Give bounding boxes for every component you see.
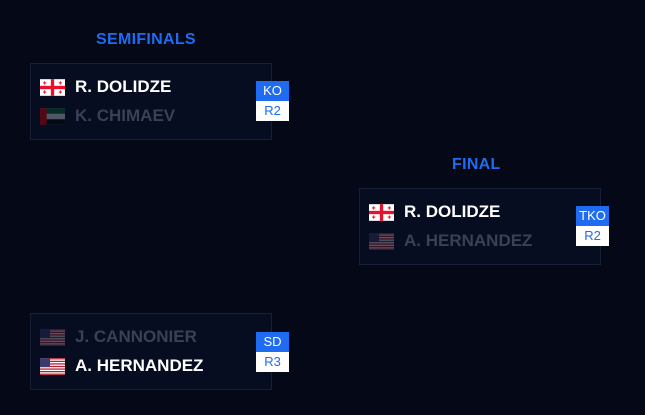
- fighter-row-winner: A. HERNANDEZ: [40, 356, 203, 376]
- fighter-row-loser: J. CANNONIER: [40, 327, 197, 347]
- fighter-name: R. DOLIDZE: [75, 77, 172, 96]
- result-round: R3: [256, 352, 289, 372]
- bout-card-semifinal-1[interactable]: R. DOLIDZE K. CHIMAEV: [30, 63, 272, 140]
- fighter-name: R. DOLIDZE: [404, 202, 501, 221]
- result-round: R2: [256, 101, 289, 121]
- georgia-flag-icon: [40, 79, 65, 96]
- georgia-flag-icon: [369, 204, 394, 221]
- fighter-row-loser: K. CHIMAEV: [40, 106, 175, 126]
- result-badge: SD R3: [256, 332, 289, 372]
- final-heading: FINAL: [452, 156, 501, 173]
- fighter-row-winner: R. DOLIDZE: [369, 202, 500, 222]
- result-method: TKO: [576, 206, 609, 226]
- result-badge: KO R2: [256, 81, 289, 121]
- result-badge: TKO R2: [576, 206, 609, 246]
- fighter-name: A. HERNANDEZ: [404, 231, 533, 250]
- fighter-name: K. CHIMAEV: [75, 106, 176, 125]
- result-round: R2: [576, 226, 609, 246]
- fighter-name: J. CANNONIER: [75, 327, 197, 346]
- fighter-row-loser: A. HERNANDEZ: [369, 231, 532, 251]
- fighter-row-winner: R. DOLIDZE: [40, 77, 171, 97]
- result-method: SD: [256, 332, 289, 352]
- usa-flag-icon: [369, 233, 394, 250]
- result-method: KO: [256, 81, 289, 101]
- usa-flag-icon: [40, 329, 65, 346]
- fighter-name: A. HERNANDEZ: [75, 356, 204, 375]
- usa-flag-icon: [40, 358, 65, 375]
- bout-card-semifinal-2[interactable]: J. CANNONIER A. HERNANDEZ: [30, 313, 272, 390]
- semifinals-heading: SEMIFINALS: [96, 31, 196, 48]
- uae-flag-icon: [40, 108, 65, 125]
- bout-card-final[interactable]: R. DOLIDZE A. HERNANDEZ: [359, 188, 601, 265]
